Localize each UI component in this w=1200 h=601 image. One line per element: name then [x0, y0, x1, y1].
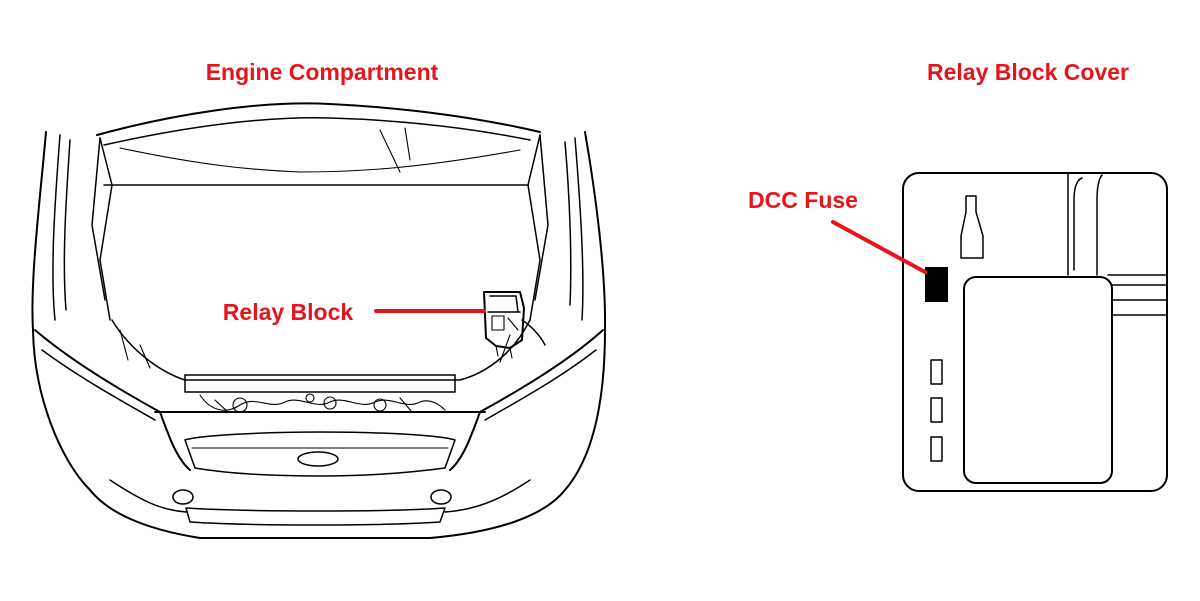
dcc-fuse-label: DCC Fuse [748, 187, 858, 213]
relay-block-cover-illustration [902, 172, 1168, 492]
dcc-fuse-slot [925, 267, 948, 302]
relay-block-component [483, 291, 546, 359]
car-front-illustration [31, 102, 607, 539]
relay-block-label: Relay Block [223, 299, 354, 325]
relay-block-cover-title: Relay Block Cover [927, 59, 1129, 85]
dcc-fuse-pointer [831, 220, 927, 274]
engine-compartment-title: Engine Compartment [206, 59, 439, 85]
